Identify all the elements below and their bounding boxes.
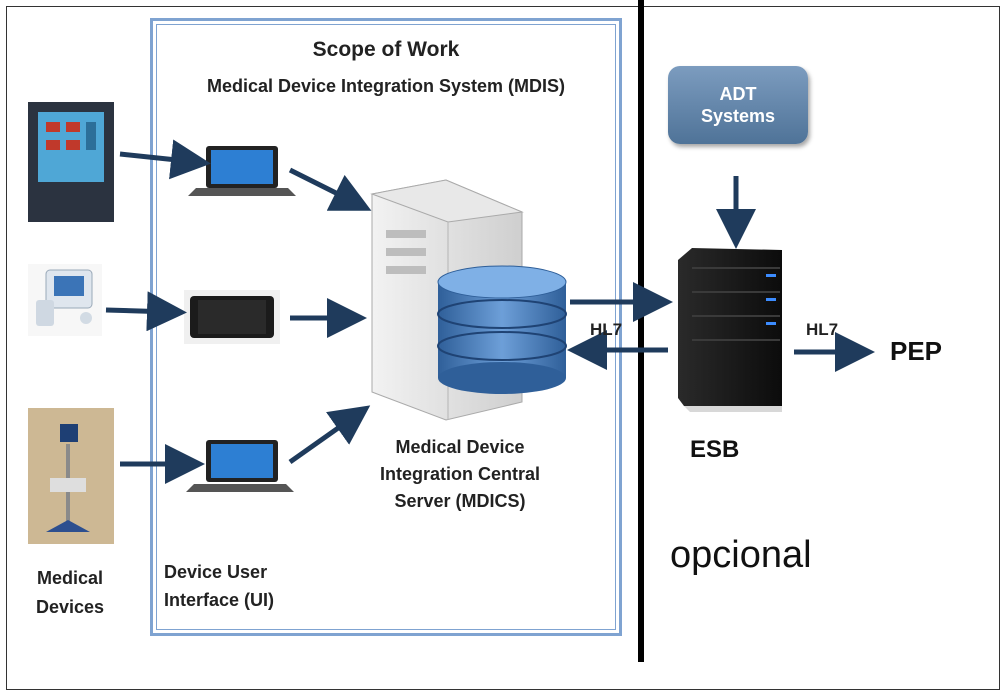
flow-arrows <box>105 139 875 484</box>
arrow-device1-to-laptop <box>119 139 211 180</box>
hl7-right-label: HL7 <box>806 320 839 339</box>
adt-label-line2: Systems <box>700 106 776 126</box>
adt-systems-box: ADT Systems <box>668 66 808 144</box>
tablet-icon <box>184 290 280 344</box>
scope-title: Scope of Work <box>312 38 460 61</box>
medical-devices-label: Medical Devices <box>18 564 122 622</box>
device-ui-label-line2: Interface (UI) <box>164 590 275 610</box>
esb-label: ESB <box>690 436 740 463</box>
pep-label: PEP <box>890 336 943 366</box>
hl7-left-label: HL7 <box>590 320 623 339</box>
infusion-pump-device-image <box>28 102 114 222</box>
outer-frame <box>6 6 1000 690</box>
server-label-line1: Medical Device <box>395 437 525 457</box>
server-label: Medical Device Integration Central Serve… <box>355 434 565 515</box>
optional-divider-line <box>638 0 644 662</box>
arrow-laptop2-to-server <box>288 405 371 465</box>
database-icon <box>437 265 567 394</box>
arrow-device2-to-tablet <box>105 291 187 332</box>
patient-monitor-stand-device-image <box>28 408 114 544</box>
esb-server-icon <box>678 248 782 412</box>
adt-label-line1: ADT <box>719 84 757 104</box>
laptop-icon-top <box>188 146 296 196</box>
optional-label: opcional <box>670 534 812 576</box>
server-label-line3: Server (MDICS) <box>394 491 526 511</box>
device-ui-label-line1: Device User <box>164 562 268 582</box>
medical-devices-label-line1: Medical <box>36 568 104 588</box>
vital-signs-monitor-device-image <box>28 264 102 336</box>
scope-subtitle: Medical Device Integration System (MDIS) <box>206 76 566 96</box>
laptop-icon-bottom <box>186 440 294 492</box>
medical-devices-label-line2: Devices <box>35 597 105 617</box>
device-ui-label: Device User Interface (UI) <box>164 558 274 614</box>
server-label-line2: Integration Central <box>379 464 540 484</box>
arrow-laptop-to-server <box>288 167 372 211</box>
